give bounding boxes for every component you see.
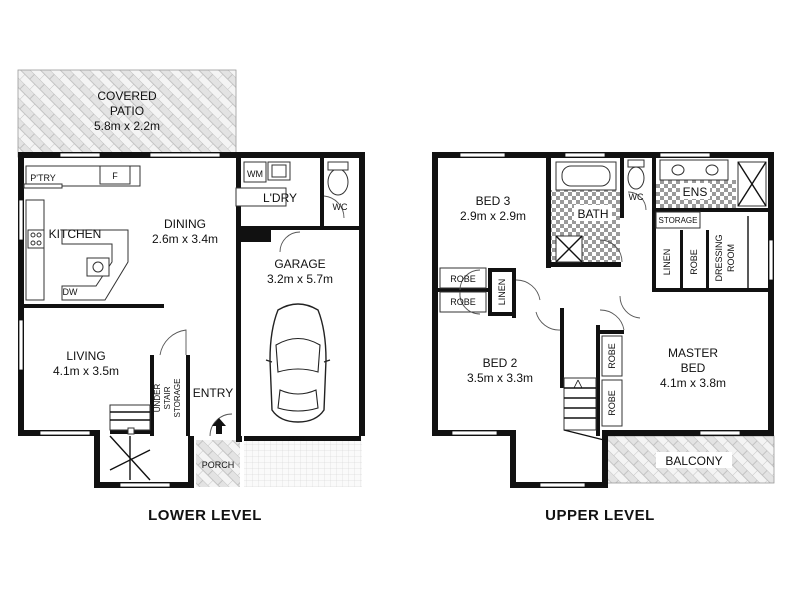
- porch-area: [196, 440, 240, 487]
- master-bed-label-2: BED: [681, 361, 706, 375]
- garage-dims: 3.2m x 5.7m: [267, 272, 333, 286]
- car-icon: [265, 303, 331, 423]
- upper-stairs: [563, 377, 605, 441]
- balcony-label: BALCONY: [665, 454, 722, 468]
- pantry-label: P'TRY: [30, 173, 56, 183]
- covered-patio-label: COVERED: [97, 89, 157, 103]
- robe-ensuite-label: ROBE: [689, 249, 699, 275]
- robe-master-1-label: ROBE: [607, 343, 617, 369]
- garage-door-label: DOOR: [290, 436, 305, 442]
- washing-machine-label: WM: [247, 169, 263, 179]
- living-label: LIVING: [66, 349, 105, 363]
- upper-level: BED 3 2.9m x 2.9m BATH WC ENS STORAGE RO…: [432, 152, 775, 524]
- bed2-label: BED 2: [483, 356, 518, 370]
- lower-level-title: LOWER LEVEL: [148, 507, 262, 524]
- porch-label: PORCH: [202, 460, 235, 470]
- driveway-area: [244, 440, 362, 487]
- covered-patio-dims: 5.8m x 2.2m: [94, 119, 160, 133]
- laundry-label: L'DRY: [263, 191, 297, 205]
- covered-patio-area: [17, 69, 237, 158]
- fridge-label: F: [112, 171, 118, 181]
- dining-label: DINING: [164, 217, 206, 231]
- linen-right-label: LINEN: [662, 249, 672, 276]
- lower-stairs: [109, 404, 151, 481]
- lower-level: COVERED PATIO 5.8m x 2.2m P'TRY F KITCHE…: [17, 69, 365, 524]
- under-stair-label-1: UNDER: [153, 384, 162, 413]
- entry-label: ENTRY: [193, 386, 233, 400]
- dishwasher-label: DW: [63, 287, 78, 297]
- storage-label: STORAGE: [659, 216, 698, 225]
- under-stair-label-2: STAIR: [163, 386, 172, 409]
- master-bed-label-1: MASTER: [668, 346, 718, 360]
- living-dims: 4.1m x 3.5m: [53, 364, 119, 378]
- dressing-room-label-1: DRESSING: [714, 234, 724, 281]
- upper-wc-label: WC: [629, 192, 644, 202]
- robe-bed3-label: ROBE: [450, 274, 476, 284]
- bed2-dims: 3.5m x 3.3m: [467, 371, 533, 385]
- bed3-label: BED 3: [476, 194, 511, 208]
- upper-level-title: UPPER LEVEL: [545, 507, 655, 524]
- ensuite-label: ENS: [683, 185, 708, 199]
- master-bed-dims: 4.1m x 3.8m: [660, 376, 726, 390]
- dining-dims: 2.6m x 3.4m: [152, 232, 218, 246]
- bath-label: BATH: [577, 207, 608, 221]
- entry-arrow-icon: [212, 418, 226, 434]
- kitchen-label: KITCHEN: [49, 227, 102, 241]
- dressing-room-label-2: ROOM: [726, 244, 736, 272]
- linen-left-label: LINEN: [497, 279, 507, 306]
- covered-patio-label-2: PATIO: [110, 104, 144, 118]
- under-stair-label-3: STORAGE: [173, 379, 182, 418]
- robe-bed2-label: ROBE: [450, 297, 476, 307]
- garage-label: GARAGE: [274, 257, 325, 271]
- robe-master-2-label: ROBE: [607, 390, 617, 416]
- bed3-dims: 2.9m x 2.9m: [460, 209, 526, 223]
- lower-wc-label: WC: [333, 202, 348, 212]
